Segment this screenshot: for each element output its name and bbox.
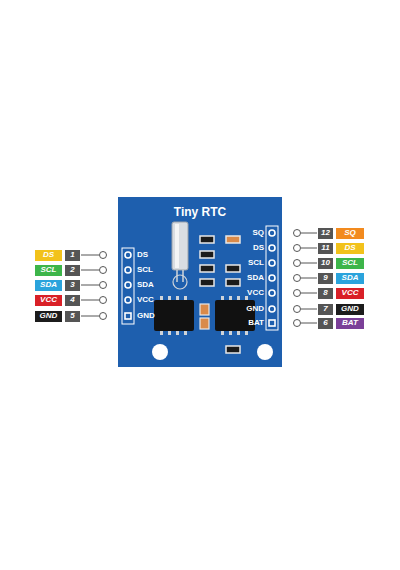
board-pin-label: BAT bbox=[248, 319, 264, 327]
capacitor bbox=[200, 318, 209, 329]
pin-number: 9 bbox=[318, 273, 333, 284]
pin-tag: BAT bbox=[336, 318, 364, 329]
leader-lines bbox=[294, 230, 318, 327]
board-pin-label: SCL bbox=[137, 266, 153, 274]
board-pin-label: VCC bbox=[247, 289, 264, 297]
ic-chips bbox=[154, 296, 255, 335]
header-pins bbox=[125, 252, 131, 319]
callout-number: 12 bbox=[321, 229, 330, 237]
pin-tag: VCC bbox=[336, 288, 364, 299]
leader-lines bbox=[81, 252, 107, 320]
pin-header bbox=[122, 248, 134, 324]
board-pin-label: DS bbox=[137, 251, 148, 259]
pin-tag: DS bbox=[336, 243, 364, 254]
callout-number: 3 bbox=[70, 281, 74, 289]
pcb bbox=[118, 197, 282, 367]
pin-tag: GND bbox=[336, 304, 364, 315]
pin-tag: SDA bbox=[336, 273, 364, 284]
pin-name: GND bbox=[40, 312, 58, 320]
board-pin-label: SDA bbox=[137, 281, 154, 289]
pin-name: BAT bbox=[342, 319, 358, 327]
board-pin-label: SQ bbox=[252, 229, 264, 237]
callout-number: 2 bbox=[70, 266, 74, 274]
pin-number: 1 bbox=[65, 250, 80, 261]
callout-number: 9 bbox=[323, 274, 327, 282]
pin-name: DS bbox=[344, 244, 355, 252]
pin-name: DS bbox=[43, 251, 54, 259]
pin-number: 8 bbox=[318, 288, 333, 299]
pin-tag: SDA bbox=[35, 280, 62, 291]
mounting-hole bbox=[152, 344, 168, 360]
callout-number: 5 bbox=[70, 312, 74, 320]
pin-number: 7 bbox=[318, 304, 333, 315]
pin-name: SQ bbox=[344, 229, 356, 237]
pin-tag: GND bbox=[35, 311, 62, 322]
pin-name: SCL bbox=[342, 259, 358, 267]
pin-number: 4 bbox=[65, 295, 80, 306]
pin-name: VCC bbox=[342, 289, 359, 297]
board-pin-label: SDA bbox=[247, 274, 264, 282]
pin-number: 10 bbox=[318, 258, 333, 269]
board-pin-label: GND bbox=[246, 305, 264, 313]
pin-number: 12 bbox=[318, 228, 333, 239]
pin-name: SCL bbox=[41, 266, 57, 274]
callout-number: 8 bbox=[323, 289, 327, 297]
callout-number: 11 bbox=[321, 244, 329, 252]
pin-number: 2 bbox=[65, 265, 80, 276]
pin-tag: SCL bbox=[35, 265, 62, 276]
board-pin-label: GND bbox=[137, 312, 155, 320]
pin-number: 3 bbox=[65, 280, 80, 291]
pin-header bbox=[266, 226, 278, 330]
board-pin-label: DS bbox=[253, 244, 264, 252]
pin-tag: VCC bbox=[35, 295, 62, 306]
header-pins bbox=[269, 230, 275, 326]
callout-number: 1 bbox=[70, 251, 74, 259]
pin-tag: SQ bbox=[336, 228, 364, 239]
board-pin-label: SCL bbox=[248, 259, 264, 267]
pin-name: VCC bbox=[40, 296, 57, 304]
callout-number: 6 bbox=[323, 319, 327, 327]
capacitor bbox=[200, 304, 209, 315]
board-pin-label: VCC bbox=[137, 296, 154, 304]
pin-tag: DS bbox=[35, 250, 62, 261]
pin-number: 5 bbox=[65, 311, 80, 322]
pin-tag: SCL bbox=[336, 258, 364, 269]
mounting-hole bbox=[257, 344, 273, 360]
pin-name: SDA bbox=[40, 281, 57, 289]
pin-name: GND bbox=[341, 305, 359, 313]
callout-number: 10 bbox=[321, 259, 330, 267]
pin-number: 6 bbox=[318, 318, 333, 329]
callout-number: 7 bbox=[323, 305, 327, 313]
pin-number: 11 bbox=[318, 243, 333, 254]
board-title: Tiny RTC bbox=[174, 206, 226, 218]
callout-number: 4 bbox=[70, 296, 74, 304]
smd-resistors bbox=[200, 236, 240, 353]
pin-name: SDA bbox=[342, 274, 359, 282]
crystal bbox=[172, 222, 188, 270]
